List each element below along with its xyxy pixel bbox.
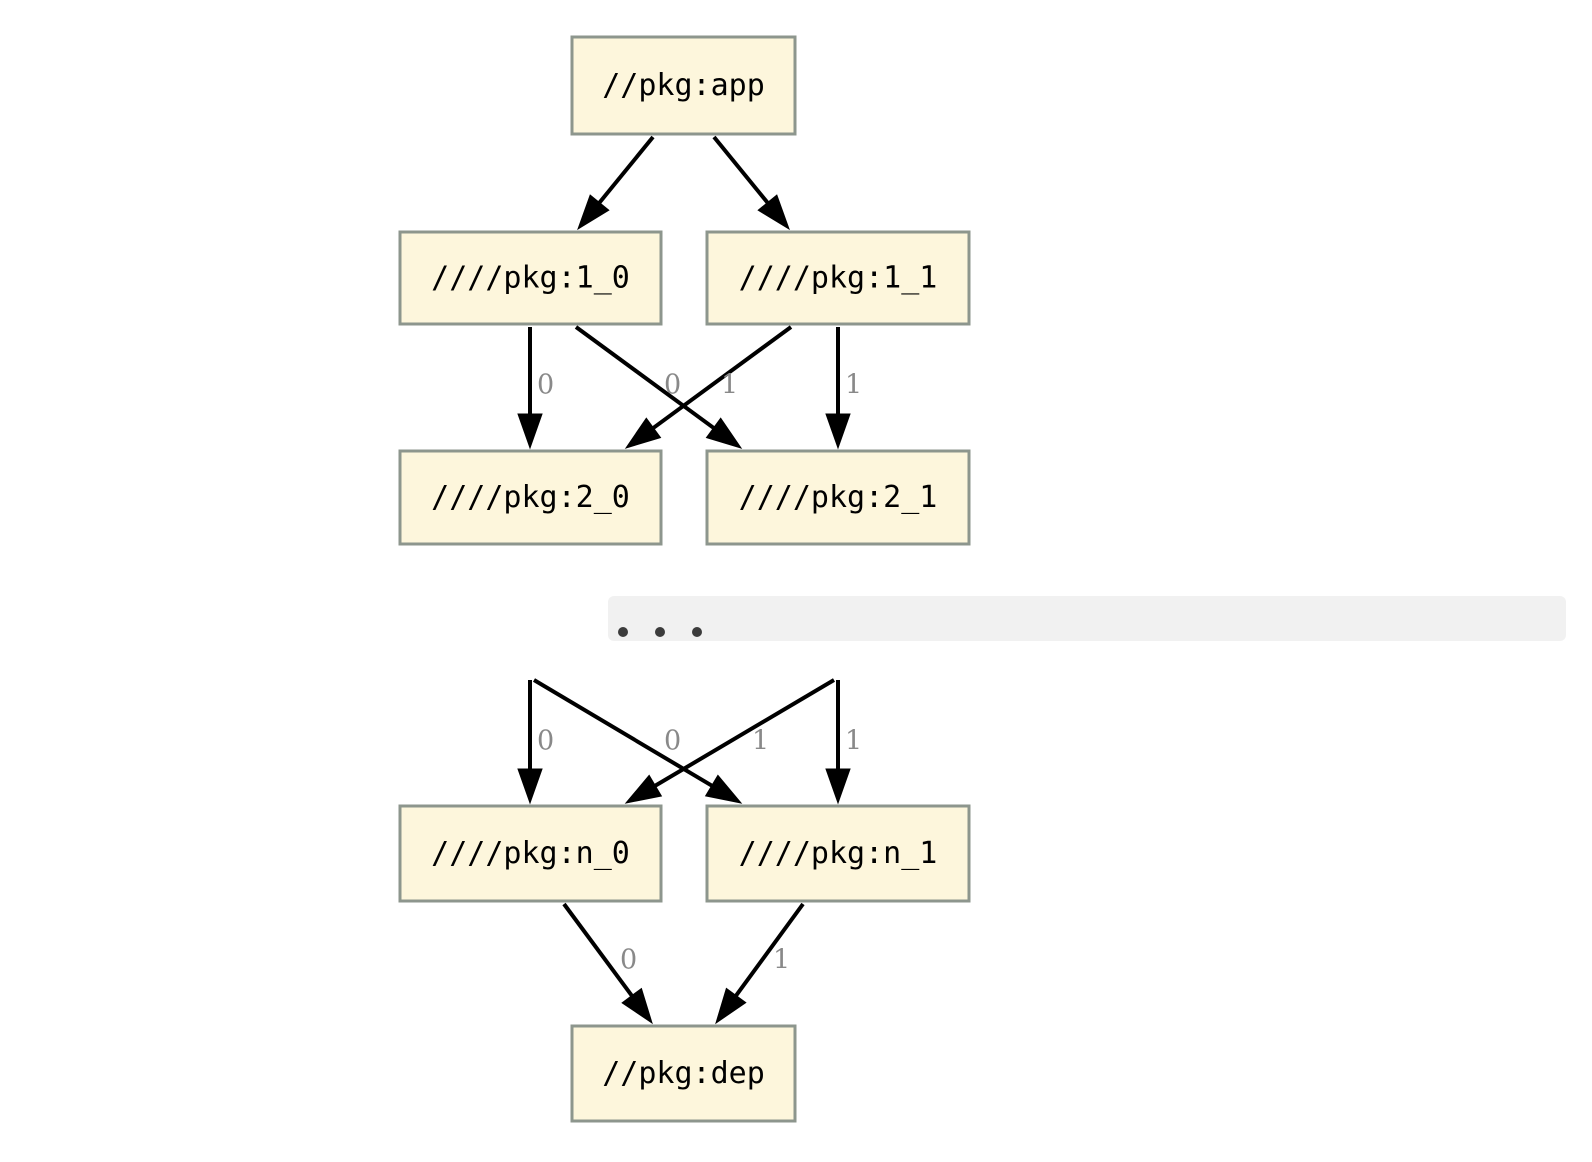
- node-label: ////pkg:2_1: [739, 480, 938, 515]
- node-label: //pkg:dep: [602, 1056, 765, 1091]
- edge-labels-layer: 0 0 1 1 0 0 1 1 0 1: [537, 370, 862, 976]
- node-box: [705, 804, 971, 903]
- edge-arrowhead: [621, 987, 653, 1025]
- node-box: [705, 449, 971, 546]
- graph-node-dep[interactable]: //pkg:dep: [570, 1024, 797, 1123]
- graph-node-l2_0[interactable]: ////pkg:2_0: [398, 449, 663, 546]
- ellipsis-separator: [608, 596, 1566, 641]
- edge-arrowhead: [517, 768, 543, 805]
- node-label: ////pkg:n_1: [739, 836, 938, 871]
- edge-line: [649, 678, 836, 791]
- edge-label: 1: [752, 726, 769, 757]
- edge-arrowhead: [577, 194, 610, 231]
- edge-line: [647, 325, 793, 434]
- graph-node-app[interactable]: //pkg:app: [570, 35, 797, 136]
- node-label: ////pkg:n_0: [431, 836, 630, 871]
- node-box: [398, 449, 663, 546]
- edge-line: [532, 678, 718, 791]
- edge-label: 0: [537, 726, 554, 757]
- graph-node-ln_0[interactable]: ////pkg:n_0: [398, 804, 663, 903]
- node-label: //pkg:app: [602, 68, 765, 103]
- graph-node-l1_0[interactable]: ////pkg:1_0: [398, 230, 663, 326]
- node-box: [705, 230, 971, 326]
- edge-arrowhead: [757, 194, 790, 231]
- ellipsis-dot: [618, 627, 628, 637]
- edges-layer: [517, 135, 851, 1025]
- node-box: [570, 35, 797, 136]
- edge-label: 0: [664, 726, 681, 757]
- edge-line: [574, 325, 720, 434]
- edge-label: 1: [721, 370, 738, 401]
- edge-arrowhead: [517, 413, 543, 450]
- edge-label: 0: [664, 370, 681, 401]
- edge-arrowhead: [624, 774, 663, 804]
- edge-label: 1: [773, 945, 790, 976]
- node-box: [398, 804, 663, 903]
- nodes-layer: //pkg:app ////pkg:1_0 ////pkg:1_1 ////pkg:2…: [398, 35, 971, 1123]
- ellipsis-dot: [655, 627, 665, 637]
- node-box: [570, 1024, 797, 1123]
- edge-arrowhead: [704, 774, 743, 804]
- node-label: ////pkg:2_0: [431, 480, 630, 515]
- edge-line: [562, 902, 637, 1002]
- graph-node-ln_1[interactable]: ////pkg:n_1: [705, 804, 971, 903]
- edge-arrowhead: [705, 417, 743, 449]
- edge-arrowhead: [715, 987, 747, 1025]
- ellipsis-band: [608, 596, 1566, 641]
- edge-line: [712, 135, 773, 209]
- graph-node-l2_1[interactable]: ////pkg:2_1: [705, 449, 971, 546]
- ellipsis-dot: [692, 627, 702, 637]
- edge-arrowhead: [825, 413, 851, 450]
- edge-line: [594, 135, 655, 209]
- edge-label: 0: [620, 945, 637, 976]
- edge-label: 0: [537, 370, 554, 401]
- node-label: ////pkg:1_1: [739, 261, 938, 296]
- node-label: ////pkg:1_0: [431, 261, 630, 296]
- node-box: [398, 230, 663, 326]
- edge-label: 1: [845, 370, 862, 401]
- edge-arrowhead: [825, 768, 851, 805]
- graph-node-l1_1[interactable]: ////pkg:1_1: [705, 230, 971, 326]
- edge-line: [730, 902, 805, 1002]
- edge-arrowhead: [624, 417, 662, 449]
- edge-label: 1: [845, 726, 862, 757]
